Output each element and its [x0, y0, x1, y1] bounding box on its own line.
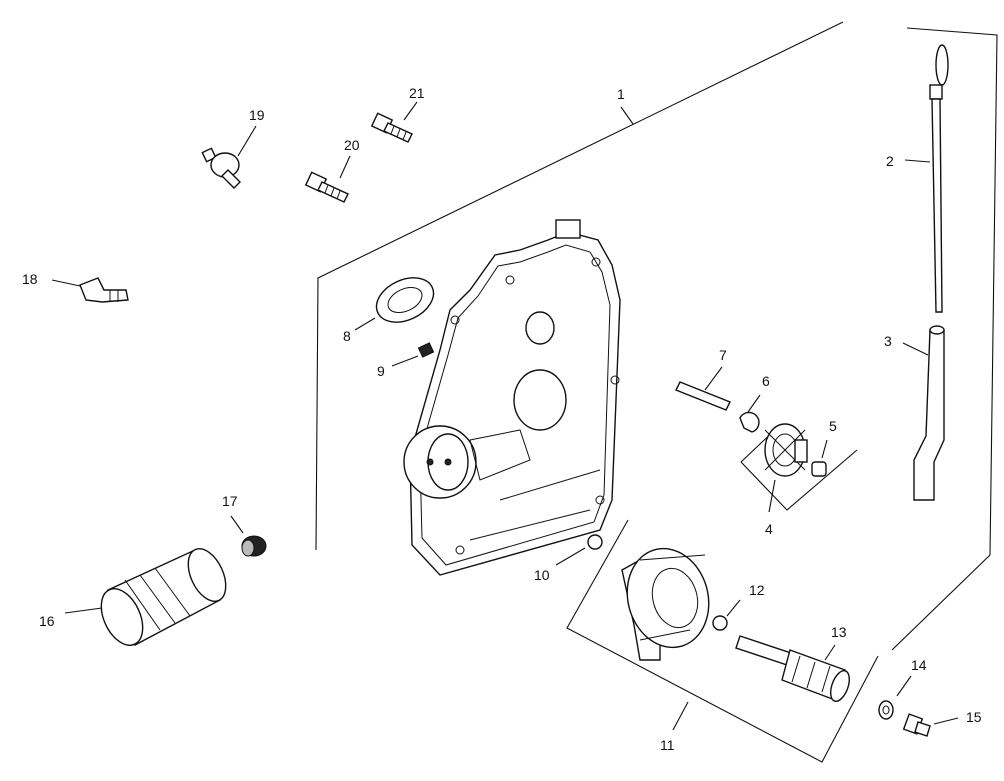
callout-15: 15 — [966, 709, 982, 725]
callout-6: 6 — [762, 373, 770, 389]
oil-seal[interactable] — [369, 269, 440, 331]
governor-shaft[interactable] — [675, 381, 731, 411]
drain-plug[interactable] — [902, 713, 931, 737]
o-ring[interactable] — [587, 534, 603, 550]
callout-10: 10 — [534, 567, 550, 583]
elbow-fitting[interactable] — [79, 277, 129, 303]
callout-2: 2 — [886, 153, 894, 169]
callout-21: 21 — [409, 85, 425, 101]
callout-5: 5 — [829, 418, 837, 434]
callout-8: 8 — [343, 328, 351, 344]
callout-20: 20 — [344, 137, 360, 153]
callout-18: 18 — [22, 271, 38, 287]
screw-20[interactable] — [304, 171, 349, 203]
governor-pin[interactable] — [811, 461, 827, 477]
washer[interactable] — [878, 700, 894, 720]
oil-pump[interactable] — [616, 539, 719, 661]
group-outline-dipstick — [891, 27, 998, 651]
screw-21[interactable] — [370, 112, 413, 143]
callout-11: 11 — [660, 737, 675, 753]
dipstick-tube[interactable] — [913, 325, 945, 501]
group-outline-oil-pump — [566, 519, 879, 763]
callout-3: 3 — [884, 333, 892, 349]
oil-pickup[interactable] — [735, 635, 853, 704]
o-ring-small[interactable] — [712, 615, 728, 631]
callout-16: 16 — [39, 613, 55, 629]
retaining-clip[interactable] — [739, 411, 760, 433]
callout-14: 14 — [911, 657, 927, 673]
callout-9: 9 — [377, 363, 385, 379]
callout-7: 7 — [719, 347, 727, 363]
filter-nipple[interactable] — [241, 535, 267, 557]
callout-17: 17 — [222, 493, 238, 509]
small-plug[interactable] — [417, 342, 435, 358]
callout-4: 4 — [765, 521, 773, 537]
callout-19: 19 — [249, 107, 265, 123]
gear-case-cover[interactable] — [403, 219, 621, 576]
callout-1: 1 — [617, 86, 625, 102]
dipstick[interactable] — [929, 44, 949, 313]
callout-12: 12 — [749, 582, 765, 598]
leader-lines — [51, 101, 959, 731]
group-outline-gear-case — [315, 21, 844, 551]
governor-gear[interactable] — [764, 423, 808, 477]
oil-pressure-switch[interactable] — [201, 147, 241, 189]
callout-13: 13 — [831, 624, 847, 640]
oil-filter[interactable] — [93, 543, 233, 652]
